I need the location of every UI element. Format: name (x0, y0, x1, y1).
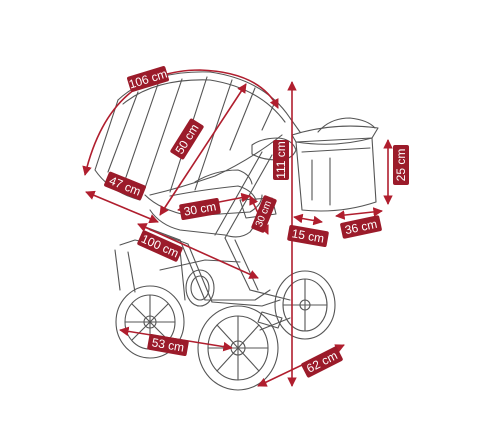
dim-canopy-arc (82, 69, 279, 176)
label-canopy-depth: 50 cm (170, 118, 204, 160)
label-seat-depth-text: 30 cm (183, 199, 218, 218)
label-width: 62 cm (301, 346, 343, 378)
label-bag-depth-text: 15 cm (291, 226, 326, 245)
stroller-sketch (94, 71, 379, 391)
rear-wheel-left (197, 305, 279, 391)
label-canopy-depth-text: 50 cm (172, 121, 201, 156)
dim-canopy-depth (159, 83, 247, 216)
dim-seat-back (85, 190, 159, 224)
dim-bag-width (335, 207, 383, 220)
rear-wheel-right (274, 270, 336, 340)
label-seat-depth: 30 cm (179, 197, 221, 221)
label-bag-width-text: 36 cm (344, 217, 379, 237)
label-total-height: 111 cm (273, 140, 289, 180)
label-canopy-arc-text: 106 cm (127, 67, 169, 92)
label-bag-height: 25 cm (393, 145, 409, 185)
dim-bag-depth (293, 213, 323, 226)
shopping-bag (291, 117, 379, 212)
label-bag-depth: 15 cm (287, 224, 329, 248)
brake (257, 311, 283, 329)
label-total-length-text: 100 cm (139, 232, 181, 261)
label-seat-back: 47 cm (104, 171, 146, 201)
label-bag-height-text: 25 cm (394, 149, 408, 182)
label-width-text: 62 cm (304, 348, 339, 375)
label-wheel: 53 cm (147, 333, 189, 357)
dim-total-length (137, 223, 259, 279)
label-total-height-text: 111 cm (274, 141, 288, 179)
label-bag-width: 36 cm (340, 215, 382, 239)
label-wheel-text: 53 cm (151, 335, 186, 354)
front-wheel-left (115, 285, 185, 359)
label-canopy-arc: 106 cm (127, 65, 169, 93)
